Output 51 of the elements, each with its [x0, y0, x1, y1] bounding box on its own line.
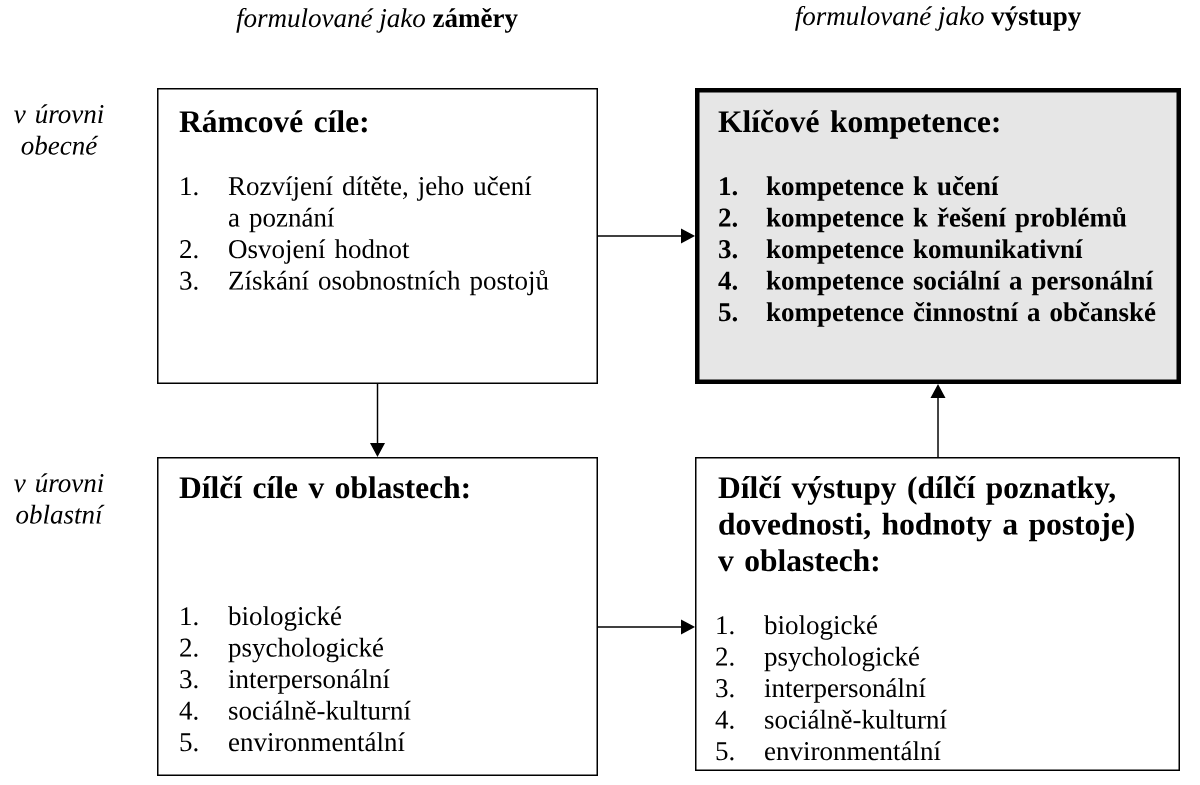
list-number: 4.	[179, 701, 198, 720]
list-item: kompetence k učení	[766, 175, 999, 201]
box-heading: Rámcové cíle:	[179, 110, 367, 133]
list-number: 3.	[180, 670, 198, 689]
box-heading: Klíčové kompetence:	[718, 109, 999, 139]
list-item: Získání osobnostních postojů	[229, 269, 549, 296]
list-number: 3.	[180, 271, 198, 290]
list-item: environmentální	[229, 732, 405, 752]
list-number: 2.	[180, 240, 198, 259]
arrow	[930, 384, 946, 458]
row-label: v úrovni oblastní	[14, 473, 105, 524]
list-number: 1.	[717, 616, 734, 635]
list-number: 3.	[719, 240, 738, 259]
list-number: 3.	[716, 679, 734, 698]
list-number: 1.	[181, 177, 198, 196]
list-number: 5.	[180, 733, 198, 752]
list-item: kompetence sociální a personální	[766, 270, 1154, 296]
list-item: biologické	[228, 606, 342, 631]
list-item: environmentální	[765, 741, 941, 761]
column-heading: formulované jako záměry	[236, 7, 518, 33]
list-item: kompetence k řešení problémů	[766, 206, 1127, 233]
list-number: 5.	[716, 742, 734, 761]
list-item: sociálně-kulturní	[765, 709, 947, 729]
list-number: 5.	[719, 303, 738, 322]
highlighted-box	[695, 88, 1181, 384]
row-label: v úrovni obecné	[14, 104, 104, 155]
list-number: 2.	[719, 208, 738, 227]
box-heading: Dílčí výstupy (dílčí poznatky, dovednosti, hodnoty a postoje) v oblastech:	[718, 475, 1134, 572]
box-heading: Dílčí cíle v oblastech:	[179, 475, 469, 499]
content-box	[157, 457, 598, 776]
content-box	[695, 457, 1180, 771]
content-box	[157, 88, 598, 384]
list-item: Osvojení hodnot	[229, 239, 410, 264]
list-number: 1.	[181, 607, 198, 626]
list-item: kompetence komunikativní	[766, 239, 1083, 264]
list-number: 4.	[718, 271, 738, 290]
list-item: psychologické	[764, 646, 920, 672]
list-number: 2.	[716, 647, 734, 666]
list-item: kompetence činnostní a občanské	[766, 301, 1156, 327]
list-item: sociálně-kulturní	[229, 700, 411, 720]
column-heading: formulované jako výstupy	[795, 6, 1081, 31]
list-item: biologické	[764, 615, 878, 640]
list-item: Rozvíjení dítěte, jeho učení a poznání	[228, 176, 532, 233]
arrow	[597, 228, 695, 244]
list-item: interpersonální	[228, 669, 390, 694]
list-item: psychologické	[228, 637, 384, 663]
list-number: 4.	[715, 710, 734, 729]
list-number: 1.	[720, 177, 738, 196]
list-number: 2.	[180, 638, 198, 657]
arrow	[597, 619, 695, 635]
list-item: interpersonální	[764, 678, 926, 703]
